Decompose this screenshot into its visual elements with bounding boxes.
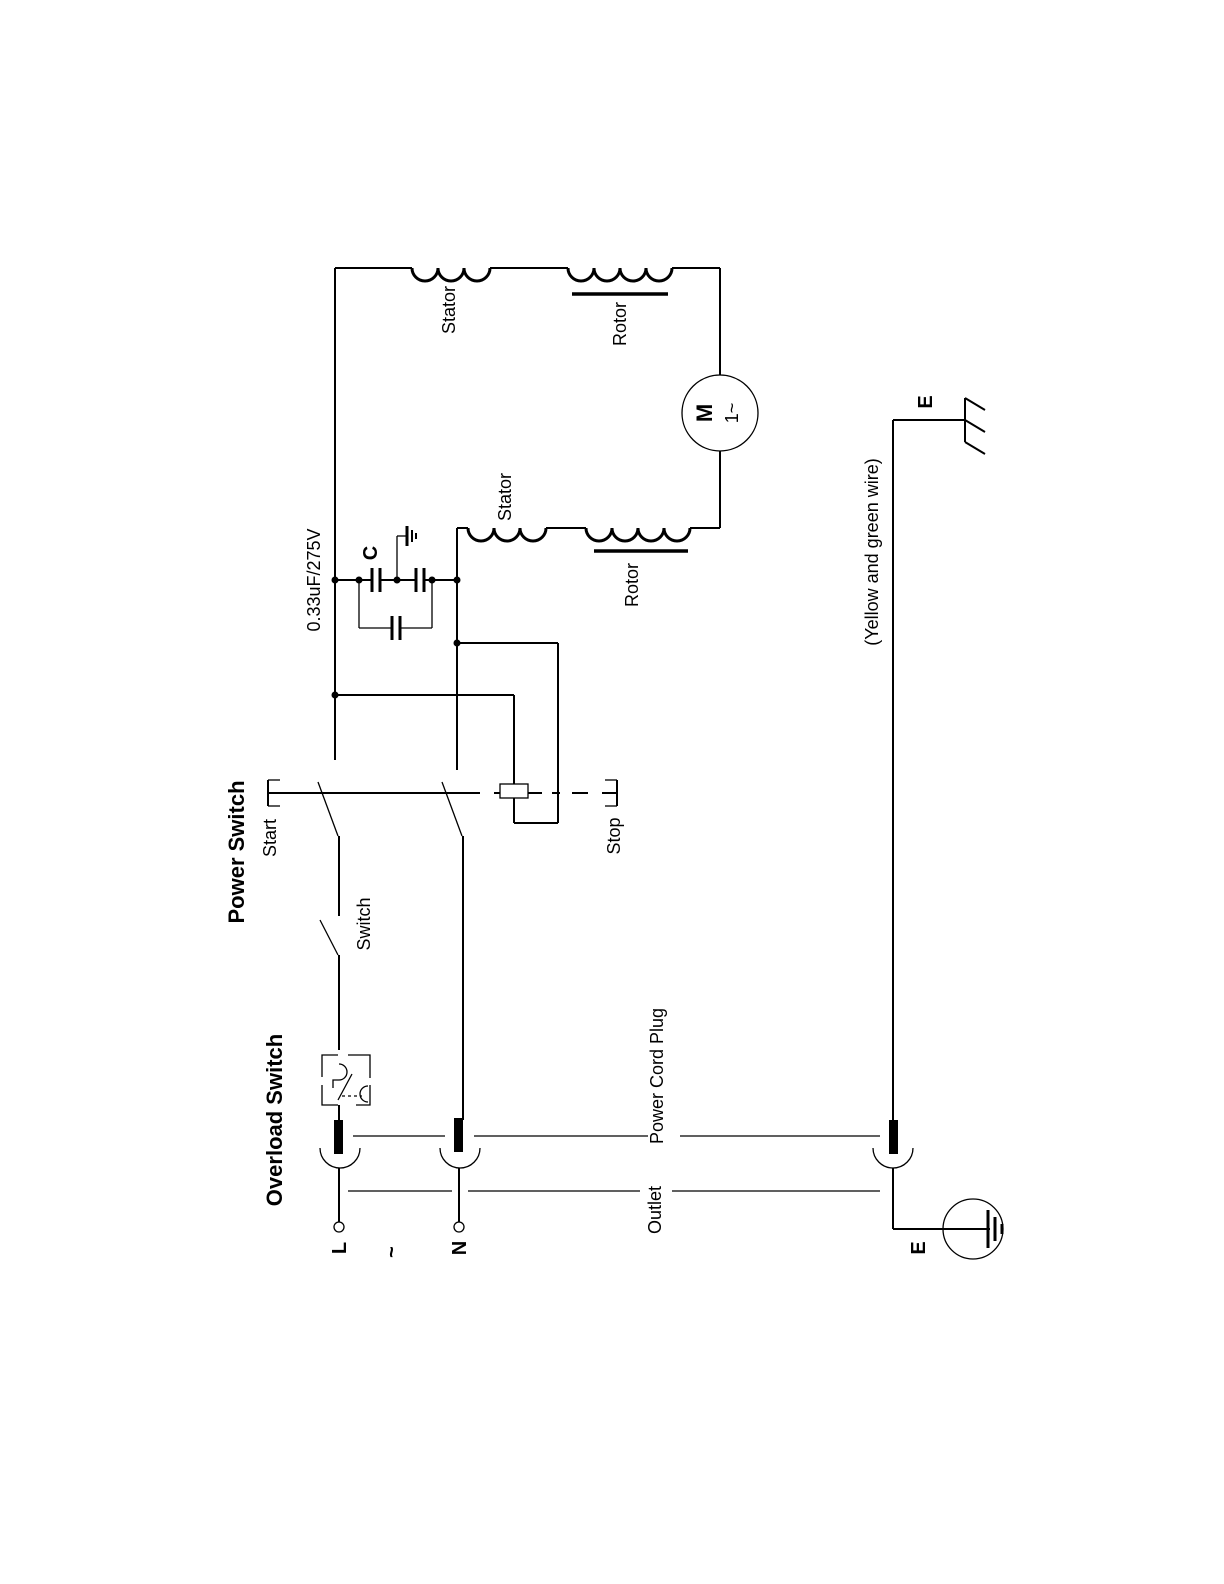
overload-switch-label: Overload Switch: [262, 1034, 287, 1206]
power-cord-plug: [334, 1118, 898, 1154]
motor-symbol: M 1~: [682, 375, 758, 451]
rotor-1-label: Rotor: [610, 302, 630, 346]
relay-coil: [500, 784, 528, 798]
start-label: Start: [260, 819, 280, 857]
earth-wire-label: (Yellow and green wire): [862, 458, 882, 645]
ac-symbol-label: ~: [381, 1246, 403, 1258]
switch: [320, 920, 339, 1050]
capacitor-network: C: [332, 526, 461, 640]
stop-label: Stop: [604, 817, 624, 854]
stator-2-label: Stator: [495, 473, 515, 521]
switch-label: Switch: [354, 897, 374, 950]
relay-wiring: [332, 640, 559, 824]
overload-switch: [322, 1055, 370, 1122]
power-switch: [268, 780, 617, 1120]
rotor-coil-1: [568, 268, 672, 281]
neutral-terminal: [454, 1222, 464, 1232]
stator-1-label: Stator: [439, 286, 459, 334]
neutral-label: N: [449, 1241, 471, 1255]
power-switch-label: Power Switch: [224, 780, 249, 923]
motor-m-label: M: [692, 404, 717, 422]
line-terminal: [334, 1222, 344, 1232]
line-label: L: [329, 1242, 351, 1254]
outlet: [320, 1148, 913, 1232]
earth-wire: [893, 398, 990, 1229]
motor-phase-label: 1~: [722, 403, 742, 424]
earth-bottom-label: E: [908, 1241, 930, 1254]
capacitor-label: C: [360, 546, 382, 560]
capacitor-rating-label: 0.33uF/275V: [304, 528, 324, 631]
outlet-label: Outlet: [645, 1186, 665, 1234]
rotor-coil-2: [586, 528, 690, 541]
earth-top-label: E: [915, 395, 937, 408]
stator-coil-1: [412, 268, 490, 281]
lower-winding-circuit: [457, 528, 720, 770]
power-cord-plug-label: Power Cord Plug: [647, 1008, 667, 1144]
upper-winding-circuit: [335, 268, 720, 760]
rotor-2-label: Rotor: [622, 563, 642, 607]
stator-coil-2: [468, 528, 546, 541]
